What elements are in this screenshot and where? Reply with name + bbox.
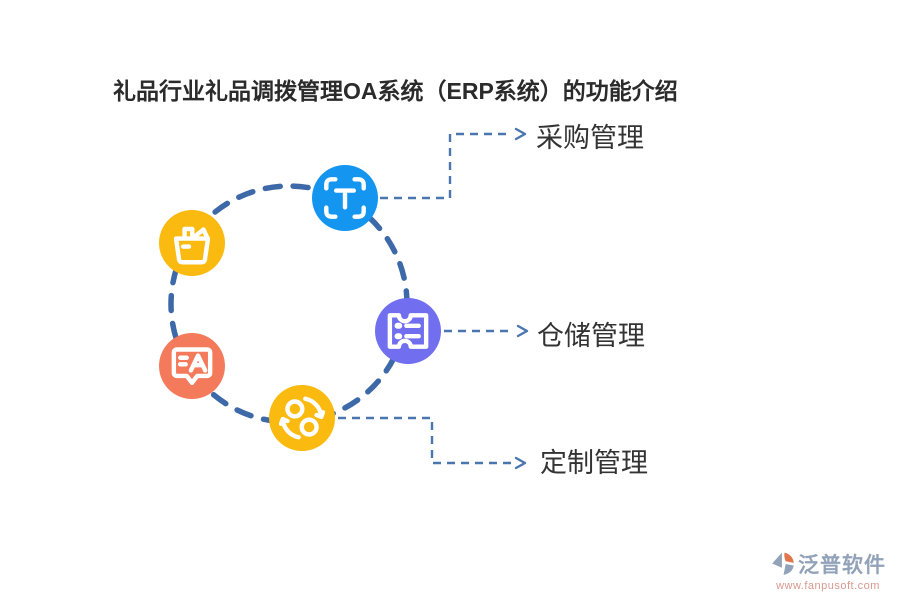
brand-name: 泛普软件	[798, 554, 886, 577]
connector-procurement	[380, 132, 512, 200]
sync-icon	[278, 396, 326, 440]
node-basket-bg	[159, 210, 225, 276]
logo-left-piece	[772, 552, 782, 568]
label-procurement: 采购管理	[536, 123, 644, 153]
ticket-dots	[394, 322, 403, 340]
arrow-custom-icon	[514, 456, 527, 470]
brand-row: 泛普软件	[770, 549, 886, 579]
brand-url: www.fanpusoft.com	[776, 580, 880, 592]
ticket-icon	[387, 313, 429, 349]
node-ticket	[375, 298, 441, 364]
node-chat	[159, 333, 225, 399]
node-sync	[269, 385, 335, 451]
page-title: 礼品行业礼品调拨管理OA系统（ERP系统）的功能介绍	[113, 78, 678, 104]
logo-orange-piece	[784, 552, 794, 563]
connector-custom	[338, 416, 512, 465]
label-custom: 定制管理	[540, 448, 648, 478]
node-scan	[312, 165, 378, 231]
arrow-warehouse-icon	[516, 324, 529, 338]
basket-icon	[173, 226, 211, 265]
node-sync-bg	[269, 385, 335, 451]
fanpu-logo-icon	[772, 552, 794, 575]
label-warehouse: 仓储管理	[537, 321, 645, 351]
node-basket	[159, 210, 225, 276]
logo-bottom-piece	[783, 564, 794, 575]
scan-text-icon	[324, 177, 366, 219]
brand-footer: 泛普软件 www.fanpusoft.com	[770, 549, 886, 592]
node-ticket-bg	[375, 298, 441, 364]
arrow-procurement-icon	[514, 127, 527, 141]
translate-chat-icon	[171, 347, 213, 385]
